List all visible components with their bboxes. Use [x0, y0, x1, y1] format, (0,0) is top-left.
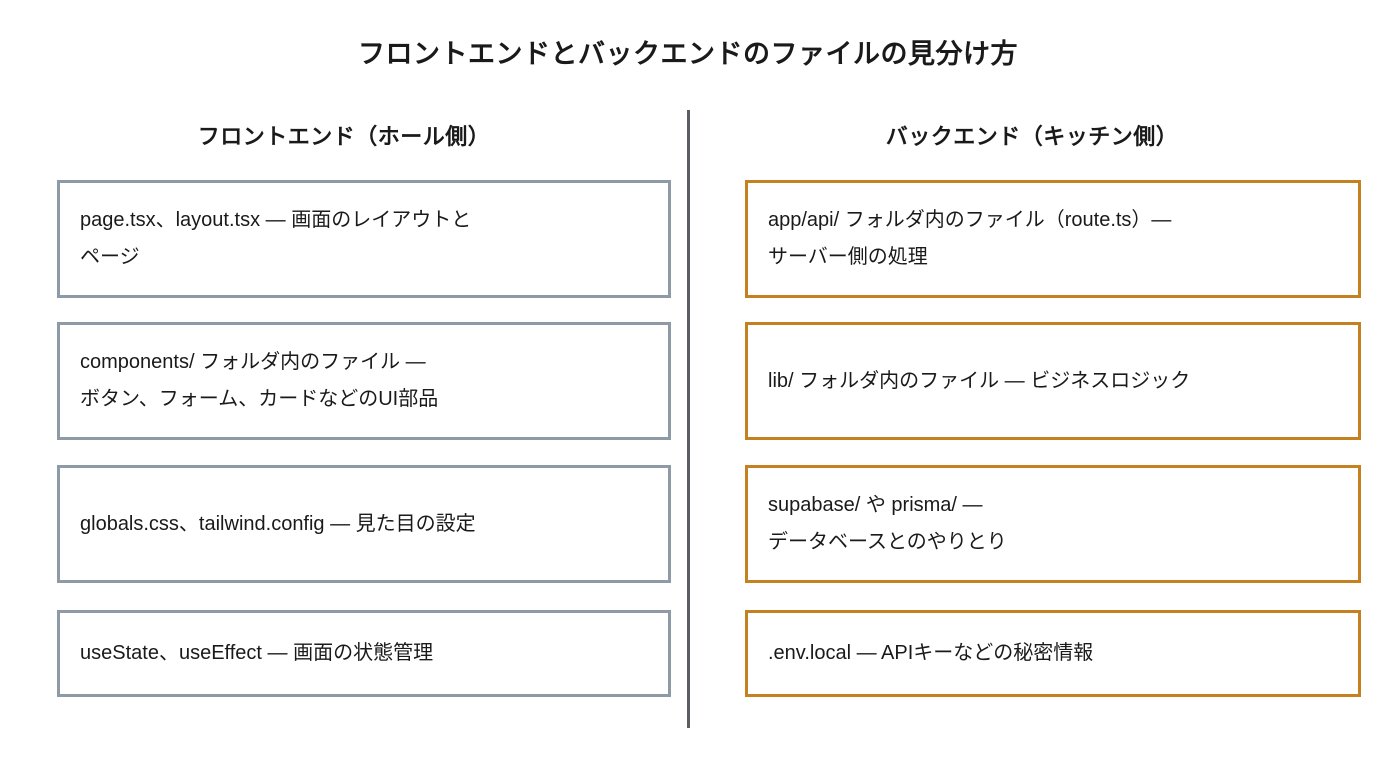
column-divider-line	[687, 110, 690, 728]
box-line: .env.local — APIキーなどの秘密情報	[768, 642, 1094, 664]
box-line: supabase/ や prisma/ —	[768, 494, 983, 516]
box-line: データベースとのやりとり	[768, 531, 1007, 553]
frontend-box-state: useState、useEffect — 画面の状態管理	[57, 610, 671, 697]
box-line: app/api/ フォルダ内のファイル（route.ts）—	[768, 209, 1172, 231]
box-line: page.tsx、layout.tsx — 画面のレイアウトと	[80, 209, 472, 231]
frontend-box-styles: globals.css、tailwind.config — 見た目の設定	[57, 465, 671, 583]
frontend-column-header: フロントエンド（ホール側）	[197, 124, 491, 149]
backend-box-env: .env.local — APIキーなどの秘密情報	[745, 610, 1361, 697]
frontend-box-components: components/ フォルダ内のファイル — ボタン、フォーム、カードなどの…	[57, 322, 671, 440]
backend-column-header: バックエンド（キッチン側）	[885, 124, 1179, 149]
backend-box-database: supabase/ や prisma/ — データベースとのやりとり	[745, 465, 1361, 583]
box-line: ボタン、フォーム、カードなどのUI部品	[80, 388, 439, 410]
box-line: サーバー側の処理	[768, 246, 928, 268]
backend-box-api: app/api/ フォルダ内のファイル（route.ts）— サーバー側の処理	[745, 180, 1361, 298]
box-line: lib/ フォルダ内のファイル — ビジネスロジック	[768, 369, 1191, 392]
box-line: useState、useEffect — 画面の状態管理	[80, 642, 434, 664]
box-line: ページ	[80, 246, 140, 268]
box-line: components/ フォルダ内のファイル —	[80, 351, 426, 373]
box-line: globals.css、tailwind.config — 見た目の設定	[80, 512, 476, 535]
backend-box-lib: lib/ フォルダ内のファイル — ビジネスロジック	[745, 322, 1361, 440]
frontend-box-pages: page.tsx、layout.tsx — 画面のレイアウトと ページ	[57, 180, 671, 298]
page-title: フロントエンドとバックエンドのファイルの見分け方	[358, 39, 1018, 69]
